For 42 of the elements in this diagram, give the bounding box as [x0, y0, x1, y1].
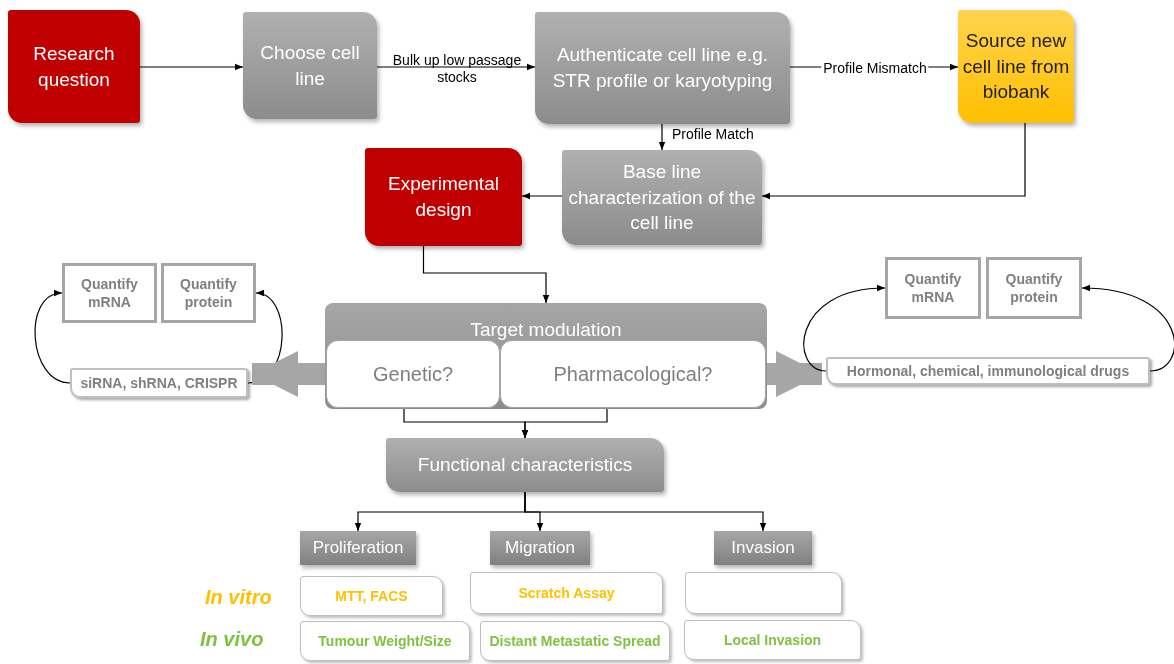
- method-box: siRNA, shRNA, CRISPR: [70, 368, 248, 398]
- assay-box: MTT, FACS: [300, 576, 443, 616]
- arrow: [761, 122, 1026, 200]
- group-box: Target modulation Genetic? Pharmacological?: [325, 303, 767, 409]
- process-box: Quantify mRNA: [62, 263, 157, 323]
- process-box: Choose cell line: [243, 12, 377, 119]
- edge-label: Bulk up low passage stocks: [391, 52, 523, 86]
- option-box: Pharmacological?: [500, 340, 766, 408]
- empty-box: [685, 572, 842, 614]
- category-box: Invasion: [714, 531, 812, 565]
- process-box: Experimental design: [365, 148, 522, 246]
- arrow: [139, 63, 244, 71]
- process-box: Authenticate cell line e.g. STR profile or karyotyping: [535, 12, 790, 124]
- arrow: [376, 63, 536, 71]
- block-arrow: [766, 351, 822, 397]
- arrow: [34, 291, 71, 384]
- arrow: [422, 245, 550, 304]
- process-box: Source new cell line from biobank: [958, 10, 1074, 123]
- arrow: [521, 407, 608, 439]
- category-box: Proliferation: [300, 531, 416, 565]
- arrow: [658, 123, 666, 151]
- arrow: [521, 192, 563, 200]
- option-box: Genetic?: [326, 340, 500, 408]
- edge-label: Profile Match: [671, 126, 755, 143]
- row-label: In vitro: [205, 586, 272, 609]
- process-box: Quantify protein: [161, 263, 256, 323]
- category-box: Migration: [490, 531, 590, 565]
- process-box: Base line characterization of the cell line: [562, 150, 762, 245]
- method-box: Hormonal, chemical, immunological drugs: [826, 357, 1150, 385]
- process-box: Quantify protein: [986, 257, 1082, 319]
- block-arrow: [252, 351, 326, 397]
- row-label: In vivo: [200, 628, 264, 651]
- assay-box: Local Invasion: [684, 620, 861, 660]
- start-box: Research question: [8, 10, 140, 123]
- assay-box: Distant Metastatic Spread: [480, 621, 670, 661]
- process-box: Functional characteristics: [386, 438, 664, 492]
- assay-box: Scratch Assay: [470, 572, 663, 614]
- arrow: [524, 491, 767, 532]
- arrow: [1081, 285, 1174, 372]
- assay-box: Tumour Weight/Size: [300, 621, 470, 661]
- arrow: [803, 285, 886, 372]
- process-box: Quantify mRNA: [885, 257, 981, 319]
